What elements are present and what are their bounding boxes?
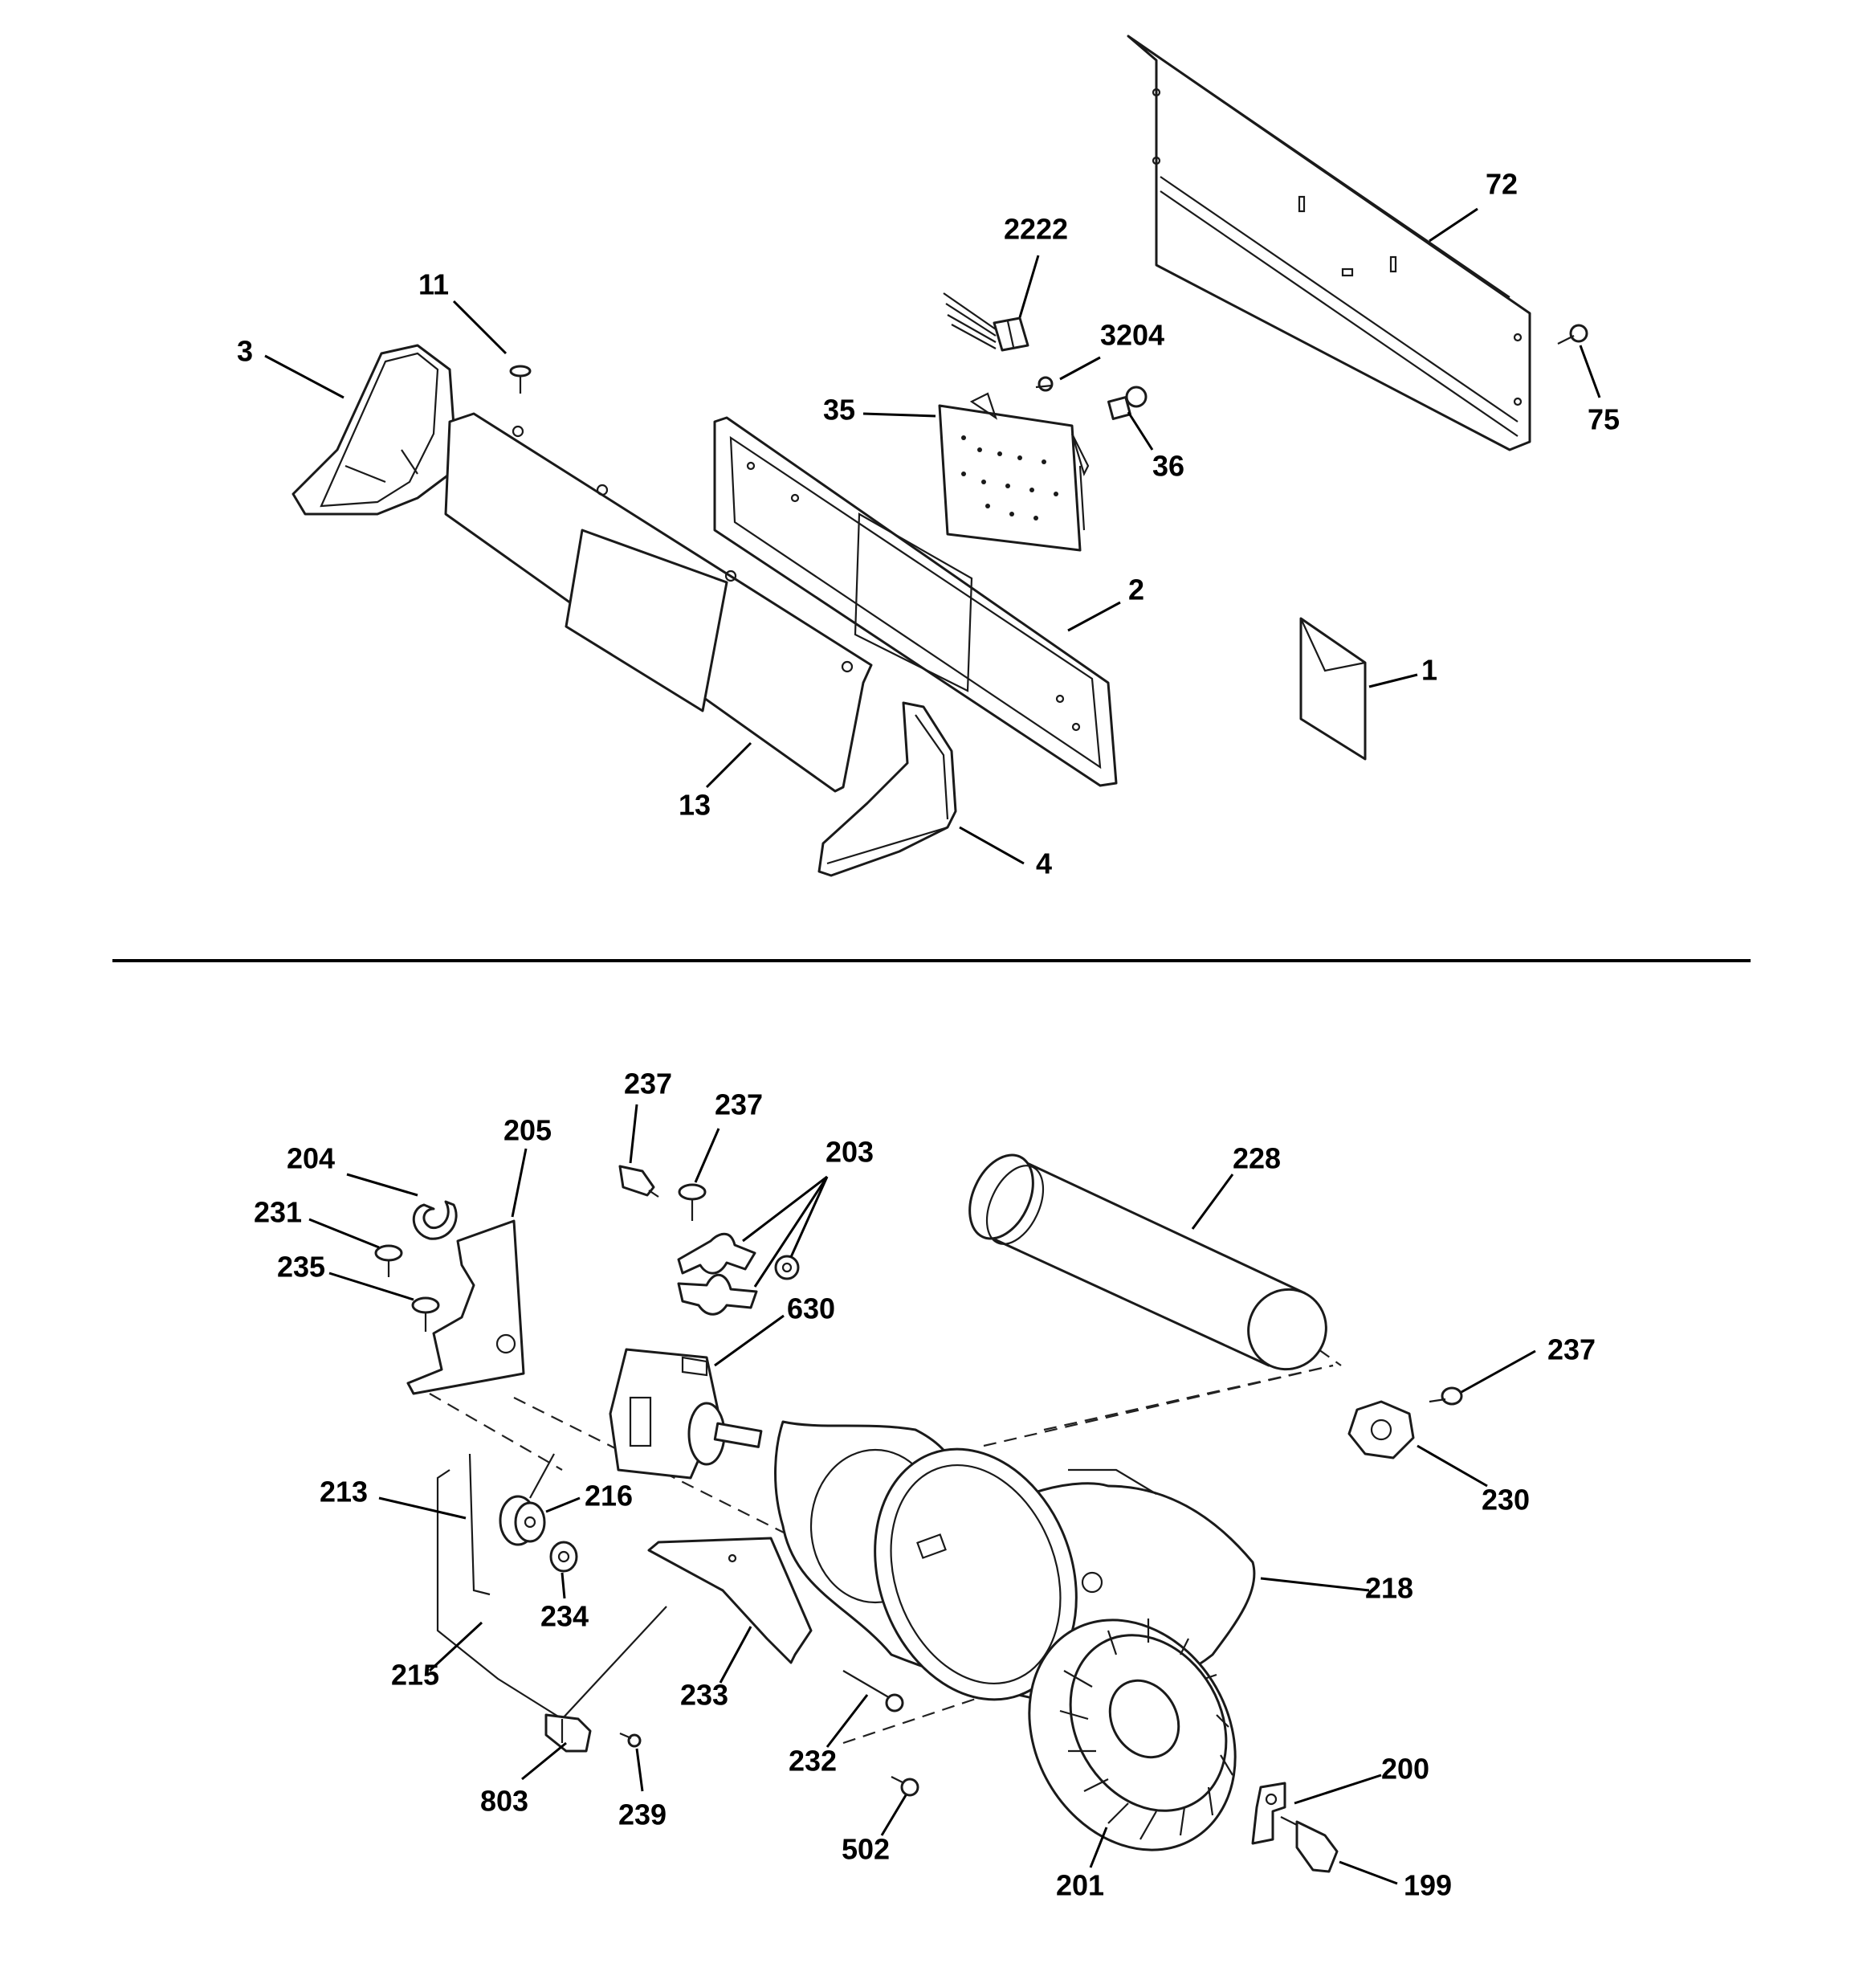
label-204: 204: [287, 1142, 335, 1175]
part-237-screw-a: [618, 1165, 659, 1198]
label-502: 502: [842, 1833, 890, 1866]
label-235: 235: [277, 1251, 325, 1284]
part-205-bracket: [406, 1219, 525, 1395]
label-3204: 3204: [1100, 319, 1164, 352]
label-215: 215: [391, 1659, 439, 1692]
part-232-clip: [842, 1670, 904, 1712]
label-216: 216: [585, 1480, 633, 1512]
label-630: 630: [787, 1292, 835, 1325]
callout-labels: 72 2222 11 3 3204 75 35 36 2 1 13 4 237 …: [237, 168, 1620, 1902]
part-2-frame: [713, 416, 1118, 787]
part-237-screw-b: [678, 1183, 707, 1221]
part-204-clip: [412, 1200, 458, 1240]
label-13: 13: [679, 789, 711, 822]
part-234-washer: [549, 1541, 578, 1573]
label-237-b: 237: [715, 1088, 763, 1121]
label-199: 199: [1404, 1869, 1452, 1902]
label-237-c: 237: [1547, 1333, 1596, 1366]
label-237-a: 237: [624, 1067, 672, 1100]
part-230-thermostat: [1347, 1400, 1415, 1459]
label-72: 72: [1486, 168, 1518, 201]
part-200-bracket: [1251, 1782, 1286, 1845]
label-35: 35: [823, 394, 855, 427]
label-3: 3: [237, 335, 253, 368]
part-72-rear-panel: [1127, 35, 1531, 451]
part-4-right-endcap: [817, 701, 957, 877]
part-233-base-plate: [647, 1537, 813, 1664]
label-36: 36: [1152, 450, 1184, 483]
part-239-screw: [619, 1732, 642, 1748]
part-237-screw-c: [1429, 1386, 1463, 1406]
part-3-left-endcap: [291, 344, 455, 516]
part-216-pulley: [499, 1495, 546, 1546]
label-803: 803: [480, 1785, 528, 1818]
label-232: 232: [789, 1745, 837, 1778]
label-239: 239: [618, 1798, 667, 1831]
part-36-knob: [1107, 386, 1148, 420]
part-11-screw: [509, 365, 532, 394]
label-218: 218: [1365, 1572, 1413, 1605]
label-230: 230: [1482, 1484, 1530, 1517]
part-75-screw: [1557, 324, 1588, 345]
part-803-switch: [544, 1713, 592, 1753]
part-13-control-panel: [444, 412, 873, 793]
part-502-screw: [891, 1776, 919, 1797]
label-203: 203: [826, 1136, 874, 1169]
label-233: 233: [680, 1679, 728, 1712]
part-199-bolt: [1280, 1816, 1339, 1873]
label-231: 231: [254, 1196, 302, 1229]
label-4: 4: [1036, 847, 1052, 880]
part-228-exhaust-duct: [968, 1153, 1327, 1371]
label-205: 205: [503, 1114, 552, 1147]
part-1-envelope: [1299, 617, 1367, 761]
part-630-motor: [609, 1348, 763, 1480]
label-213: 213: [320, 1476, 368, 1508]
label-11: 11: [418, 268, 449, 301]
part-35-control-board: [938, 392, 1090, 552]
label-201: 201: [1056, 1869, 1104, 1902]
part-213-215-idler-arm: [436, 1453, 667, 1720]
part-203-clamps: [677, 1232, 800, 1316]
label-228: 228: [1233, 1142, 1281, 1175]
label-200: 200: [1381, 1753, 1429, 1786]
part-201-blower-wheel: [1028, 1619, 1237, 1851]
label-1: 1: [1421, 654, 1437, 687]
part-235-screw: [411, 1296, 440, 1332]
part-231-screw: [374, 1244, 403, 1277]
label-2222: 2222: [1004, 213, 1068, 246]
label-234: 234: [540, 1600, 589, 1633]
part-2222-wire-harness: [943, 292, 1029, 352]
leader-lines: [264, 207, 1601, 1885]
part-3204-screw: [1035, 376, 1054, 392]
label-75: 75: [1588, 403, 1620, 436]
label-2: 2: [1128, 574, 1144, 606]
